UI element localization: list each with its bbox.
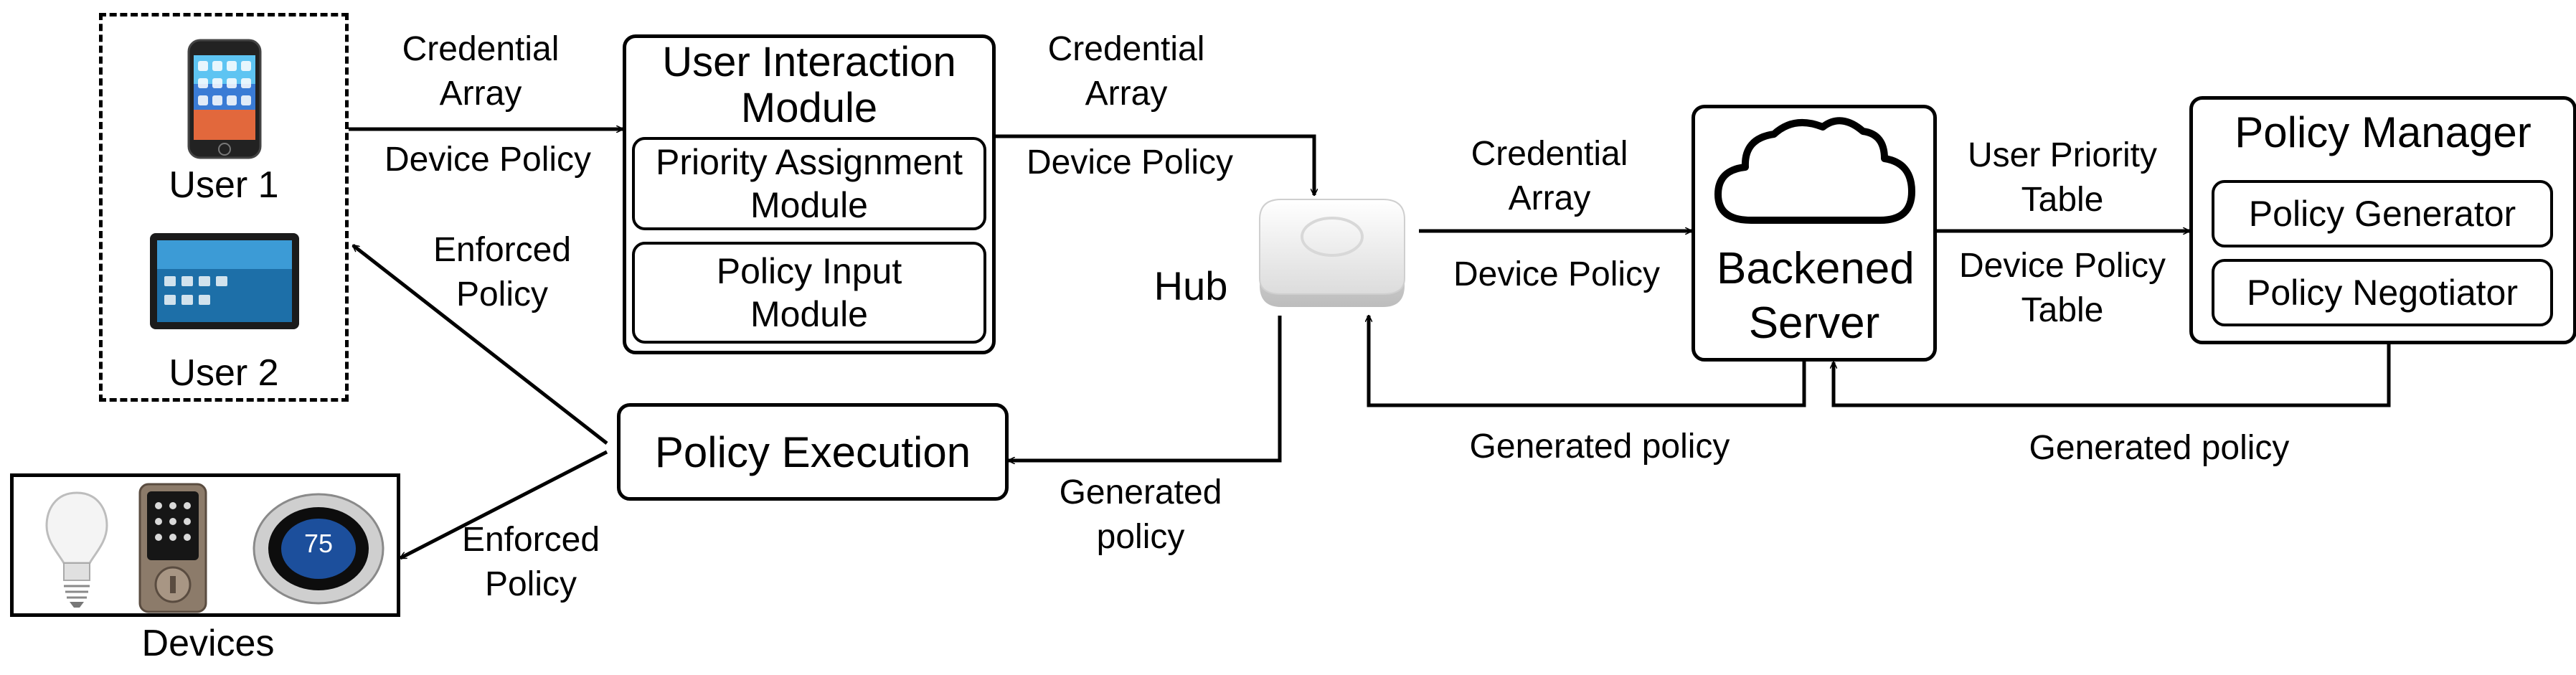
thermostat-icon <box>253 493 384 605</box>
hub-to-exec-label: Generated policy <box>1059 473 1222 556</box>
user2-label: User 2 <box>169 352 279 394</box>
policy-generator-label: Policy Generator <box>2248 194 2516 234</box>
pm-title: Policy Manager <box>2235 108 2532 156</box>
hub-to-server-top-label: Credential Array <box>1471 135 1628 217</box>
hub-to-server-bottom-label: Device Policy <box>1453 255 1661 293</box>
priority-assignment-module: Priority Assignment Module <box>632 137 986 230</box>
thermostat-reading: 75 <box>303 529 334 558</box>
arrow-uim-to-hub <box>996 134 1314 195</box>
server-label: Backened Server <box>1717 244 1915 348</box>
arrow-server-to-hub <box>1369 316 1806 407</box>
policy-negotiator-label: Policy Negotiator <box>2247 273 2518 313</box>
users-to-uim-top-label: Credential Array <box>402 30 560 113</box>
uim-to-hub-bottom-label: Device Policy <box>1026 143 1234 181</box>
policy-manager: Policy Manager Policy Generator Policy N… <box>2189 96 2576 344</box>
policy-input-label: Policy Input Module <box>716 251 902 334</box>
policy-input-module: Policy Input Module <box>632 242 986 344</box>
pm-to-server-label: Generated policy <box>2029 429 2290 467</box>
policy-execution-label: Policy Execution <box>654 428 971 476</box>
policy-generator: Policy Generator <box>2212 180 2553 247</box>
user1-label: User 1 <box>169 164 279 206</box>
devices-label: Devices <box>141 623 275 664</box>
cloud-icon <box>1714 117 1915 224</box>
backend-server: Backened Server <box>1692 105 1937 362</box>
exec-to-users-label: Enforced Policy <box>433 231 572 313</box>
light-bulb-icon <box>45 491 108 608</box>
arrow-exec-to-devices <box>400 450 608 560</box>
users-group: User 1 User 2 <box>99 13 349 402</box>
users-to-uim-bottom-label: Device Policy <box>384 141 592 179</box>
arrow-exec-to-users <box>353 244 608 445</box>
user-interaction-module: User Interaction Module Priority Assignm… <box>623 34 996 354</box>
server-to-hub-label: Generated policy <box>1469 428 1730 466</box>
smartphone-icon <box>187 39 262 159</box>
arrow-pm-to-server <box>1834 339 2391 407</box>
hub-label: Hub <box>1153 263 1228 308</box>
arrow-hub-to-exec <box>1009 316 1282 461</box>
hub-device-icon <box>1259 199 1405 307</box>
priority-assignment-label: Priority Assignment Module <box>656 142 963 225</box>
devices-group: 75 <box>10 473 400 617</box>
smart-lock-icon <box>138 483 207 613</box>
server-to-pm-bottom-label: Device Policy Table <box>1958 247 2166 329</box>
policy-negotiator: Policy Negotiator <box>2212 259 2553 326</box>
uim-to-hub-top-label: Credential Array <box>1047 30 1205 113</box>
server-to-pm-top-label: User Priority Table <box>1967 136 2158 219</box>
tablet-icon <box>150 233 299 329</box>
policy-execution: Policy Execution <box>617 403 1009 501</box>
exec-to-devices-label: Enforced Policy <box>461 521 600 603</box>
uim-title: User Interaction Module <box>662 39 956 131</box>
